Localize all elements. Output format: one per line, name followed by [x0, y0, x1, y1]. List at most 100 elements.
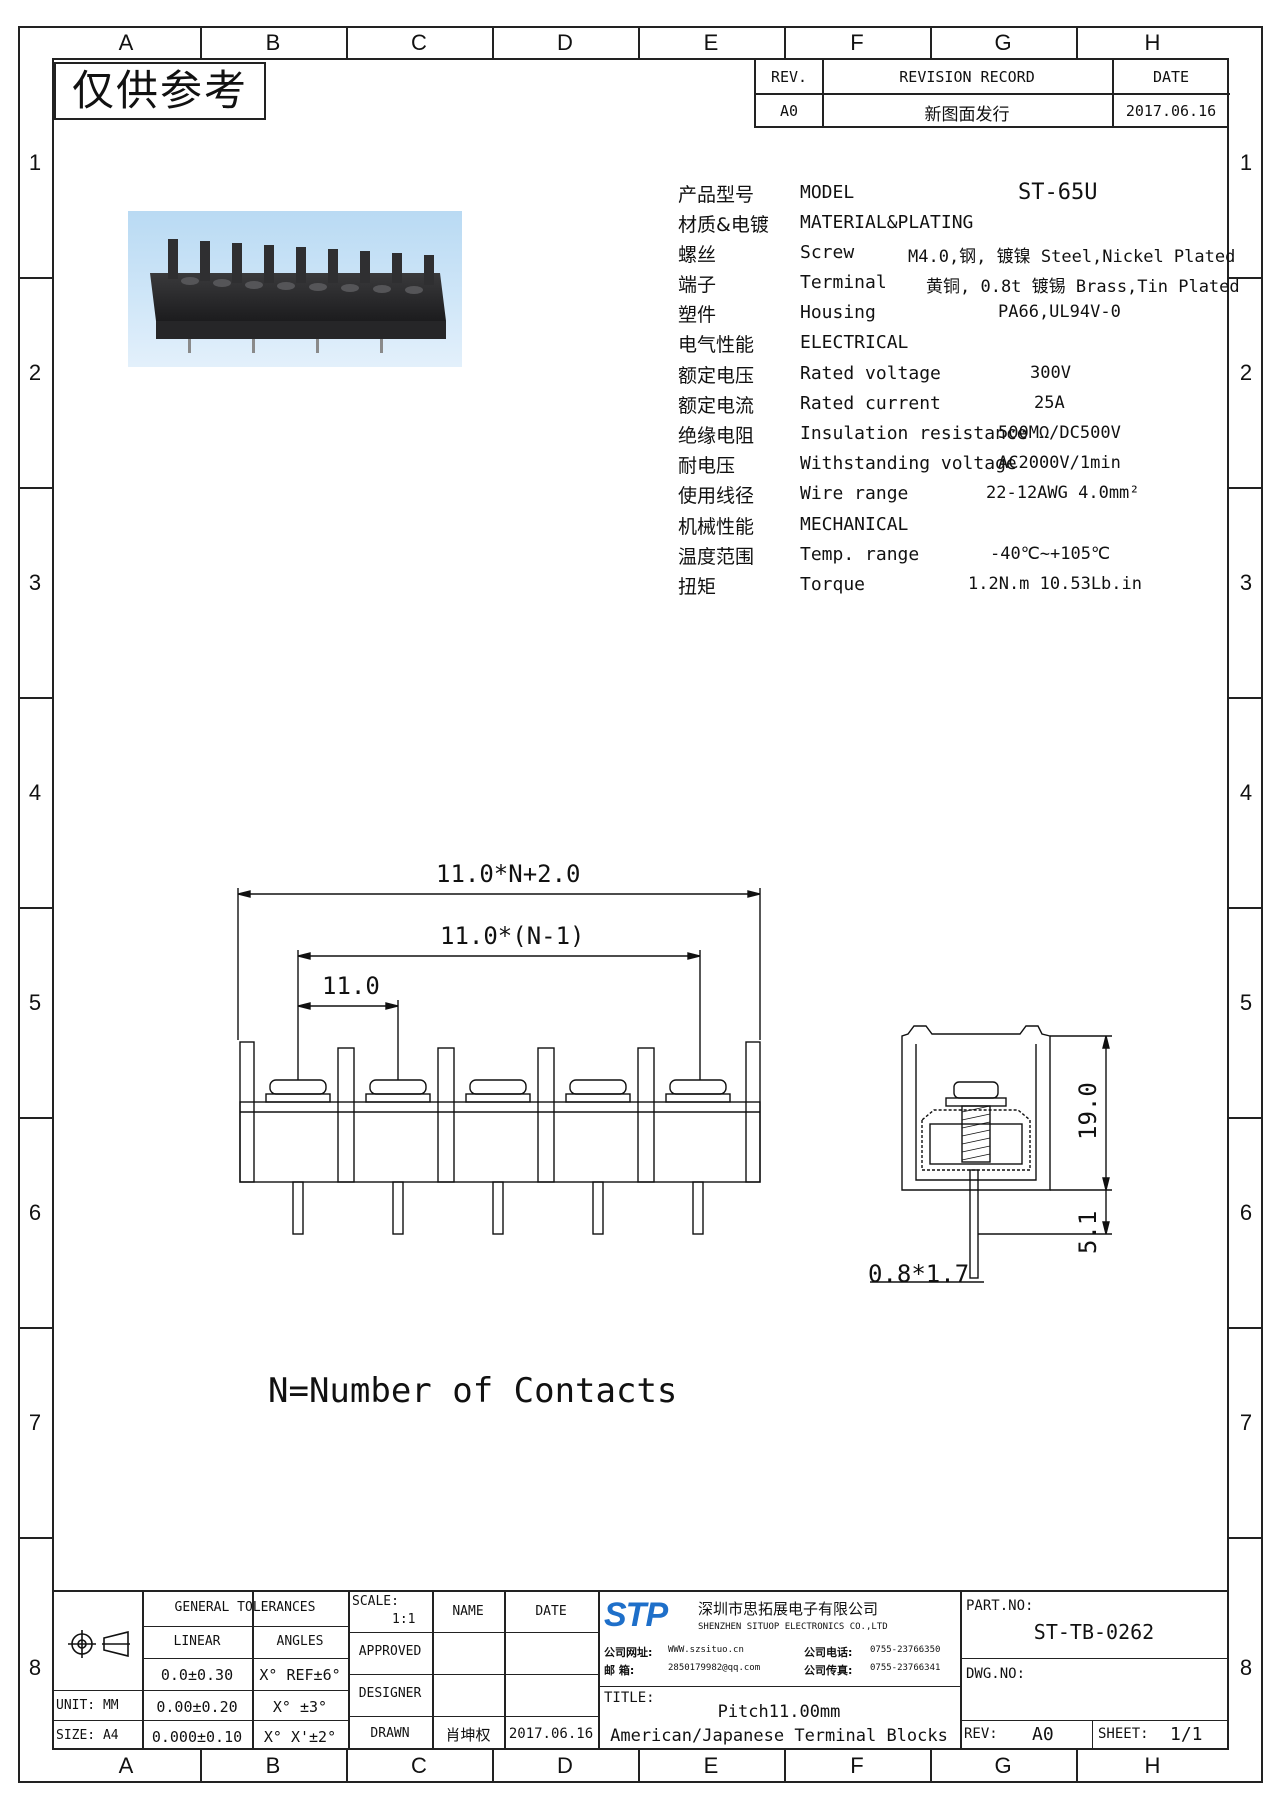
email-label: 邮 箱:	[604, 1664, 635, 1677]
revision-description: 新图面发行	[924, 105, 1010, 125]
zone-divider	[1229, 1117, 1263, 1119]
spec-en: Torque	[800, 574, 866, 595]
rev-value: A0	[1032, 1724, 1054, 1745]
company-name-en: SHENZHEN SITUOP ELECTRONICS CO.,LTD	[698, 1622, 888, 1632]
spec-cn: 温度范围	[678, 546, 755, 568]
rev-label: REV:	[964, 1726, 998, 1742]
zone-divider	[492, 26, 494, 58]
drawn-name: 肖坤权	[445, 1726, 491, 1744]
spec-value: -40℃~+105℃	[990, 544, 1111, 564]
zone-col-label: F	[850, 1753, 864, 1778]
zone-row-label: 8	[1239, 1655, 1253, 1680]
linear-label: LINEAR	[173, 1634, 221, 1649]
spec-cn: 机械性能	[678, 516, 755, 538]
revision-record-header: REVISION RECORD	[899, 68, 1035, 86]
zone-divider	[346, 1750, 348, 1783]
outer-frame	[18, 26, 1263, 1783]
zone-divider	[18, 1117, 52, 1119]
spec-cn: 额定电流	[678, 395, 755, 417]
phone: 0755-23766350	[870, 1645, 941, 1655]
name-label: NAME	[452, 1604, 484, 1619]
zone-row-label: 4	[28, 780, 42, 805]
spec-cn: 额定电压	[678, 365, 755, 387]
zone-col-label: E	[703, 1753, 719, 1778]
website: WWW.szsituo.cn	[668, 1645, 744, 1655]
reference-stamp: 仅供参考	[54, 62, 266, 120]
sheet-value: 1/1	[1170, 1724, 1203, 1745]
revision-date: 2017.06.16	[1125, 102, 1217, 120]
zone-divider	[638, 26, 640, 58]
zone-divider	[18, 487, 52, 489]
zone-row-label: 5	[28, 990, 42, 1015]
spec-en: Temp. range	[800, 544, 920, 565]
spec-en: Screw	[800, 242, 855, 263]
rev-value: A0	[779, 102, 799, 120]
zone-row-label: 1	[1239, 150, 1253, 175]
spec-en: Wire range	[800, 483, 909, 504]
zone-divider	[930, 1750, 932, 1783]
approved-label: APPROVED	[358, 1644, 422, 1659]
zone-divider	[18, 697, 52, 699]
date-header: DATE	[1152, 68, 1190, 86]
spec-en: Terminal	[800, 272, 887, 293]
zone-col-label: E	[703, 30, 719, 55]
zone-col-label: F	[850, 30, 864, 55]
zone-row-label: 6	[1239, 1200, 1253, 1225]
projection-symbol-icon	[68, 1630, 130, 1658]
zone-divider	[1229, 907, 1263, 909]
size-label: SIZE: A4	[56, 1728, 119, 1743]
zone-divider	[18, 1537, 52, 1539]
zone-col-label: H	[1144, 1753, 1161, 1778]
zone-divider	[1229, 1327, 1263, 1329]
spec-en: MECHANICAL	[800, 514, 909, 535]
pin-section-dimension: 0.8*1.7	[868, 1260, 970, 1288]
product-photo	[128, 211, 462, 367]
zone-divider	[930, 26, 932, 58]
spec-en: Insulation resistance	[800, 423, 1028, 444]
zone-col-label: B	[265, 30, 281, 55]
website-label: 公司网址:	[604, 1646, 653, 1659]
zone-row-label: 1	[28, 150, 42, 175]
zone-divider	[200, 1750, 202, 1783]
zone-col-label: A	[118, 30, 134, 55]
general-tolerances-label: GENERAL TOLERANCES	[174, 1600, 316, 1615]
date-label: DATE	[535, 1604, 567, 1619]
zone-divider	[1076, 1750, 1078, 1783]
zone-col-label: C	[411, 1753, 427, 1778]
spec-cn: 产品型号	[678, 184, 755, 206]
zone-row-label: 5	[1239, 990, 1253, 1015]
zone-row-label: 3	[28, 570, 42, 595]
span-dimension: 11.0*(N-1)	[440, 922, 585, 950]
angles-label: ANGLES	[276, 1634, 324, 1649]
zone-divider	[18, 277, 52, 279]
spec-en: MATERIAL&PLATING	[800, 212, 974, 233]
email: 2850179982@qq.com	[668, 1663, 761, 1673]
spec-cn: 螺丝	[678, 244, 717, 266]
zone-row-label: 2	[1239, 360, 1253, 385]
spec-value: AC2000V/1min	[998, 453, 1121, 473]
drawn-date: 2017.06.16	[508, 1726, 594, 1742]
spec-cn: 耐电压	[678, 455, 736, 477]
zone-row-label: 7	[28, 1410, 42, 1435]
tolerance-angle: X° X'±2°	[263, 1728, 337, 1746]
spec-en: Withstanding voltage	[800, 453, 1017, 474]
spec-cn: 扭矩	[678, 576, 717, 598]
spec-cn: 电气性能	[678, 334, 755, 356]
zone-divider	[1229, 277, 1263, 279]
spec-cn: 材质&电镀	[678, 214, 769, 236]
title-block: GENERAL TOLERANCES LINEAR ANGLES 0.0±0.3…	[52, 1590, 1229, 1750]
height-dimension: 19.0	[1074, 1082, 1102, 1140]
zone-col-label: B	[265, 1753, 281, 1778]
sheet-label: SHEET:	[1098, 1726, 1149, 1742]
spec-en: ELECTRICAL	[800, 332, 909, 353]
drawn-label: DRAWN	[370, 1726, 410, 1741]
zone-divider	[1229, 487, 1263, 489]
overall-length-dimension: 11.0*N+2.0	[436, 860, 581, 888]
zone-row-label: 4	[1239, 780, 1253, 805]
zone-col-label: A	[118, 1753, 134, 1778]
zone-divider	[1076, 26, 1078, 58]
spec-value: ST-65U	[1018, 180, 1098, 205]
spec-en: Housing	[800, 302, 876, 323]
rev-header: REV.	[770, 68, 808, 86]
phone-label: 公司电话:	[804, 1646, 853, 1659]
